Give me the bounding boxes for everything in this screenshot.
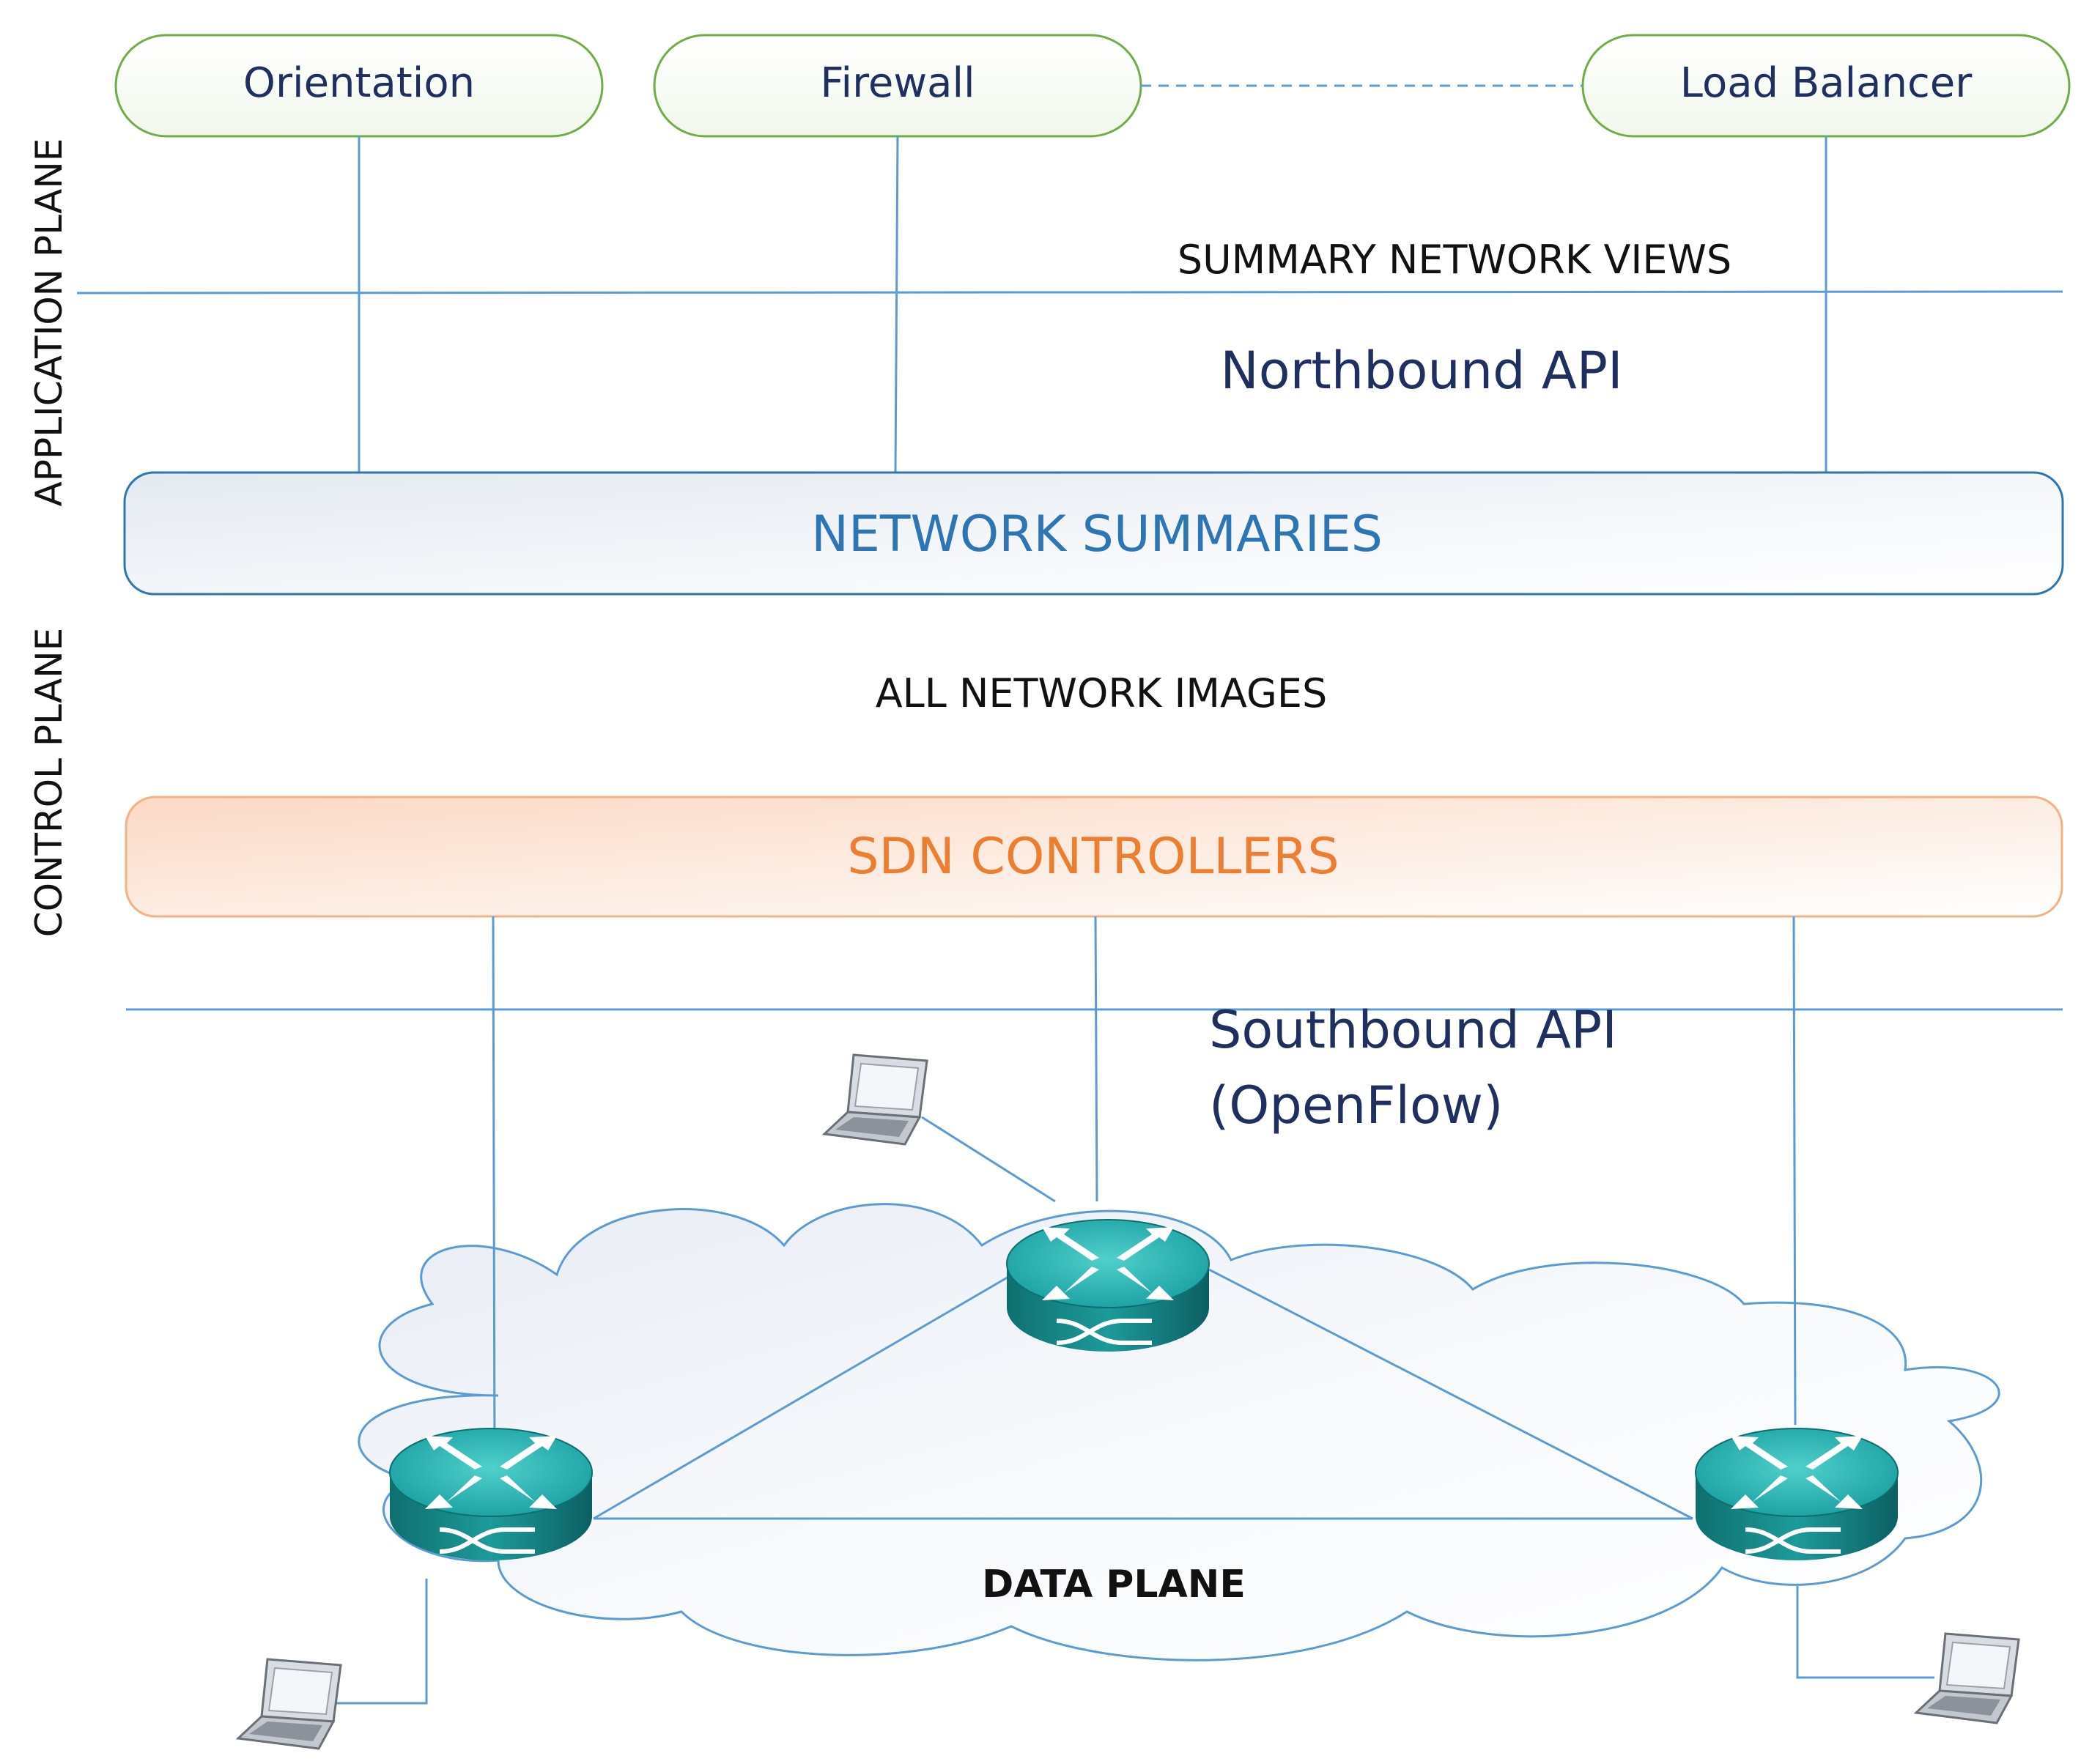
southbound-api-line2: (OpenFlow) xyxy=(1209,1075,1503,1135)
laptop-links xyxy=(333,1116,1934,1705)
sdn-controllers-label: SDN CONTROLLERS xyxy=(847,828,1339,886)
network-summaries-label: NETWORK SUMMARIES xyxy=(811,505,1383,563)
network-summaries-bar: NETWORK SUMMARIES xyxy=(123,471,2064,596)
control-plane-label: CONTROL PLANE xyxy=(28,628,70,937)
application-divider-line xyxy=(76,290,2063,294)
app-firewall: Firewall xyxy=(653,34,1142,138)
data-plane-label: DATA PLANE xyxy=(982,1563,1246,1606)
router-links xyxy=(593,1268,1693,1520)
laptop-left-icon xyxy=(235,1658,342,1750)
northbound-api-label: Northbound API xyxy=(1220,341,1622,401)
northbound-connectors xyxy=(358,136,1827,473)
southbound-connectors xyxy=(492,916,1797,1455)
app-load-balancer-label: Load Balancer xyxy=(1680,59,1973,107)
application-plane-label: APPLICATION PLANE xyxy=(28,138,70,507)
router-left-icon xyxy=(389,1428,593,1560)
data-plane-cloud xyxy=(358,1203,2000,1661)
sdn-controllers-bar: SDN CONTROLLERS xyxy=(125,796,2063,918)
laptop-right-icon xyxy=(1913,1632,2020,1724)
all-network-images-label: ALL NETWORK IMAGES xyxy=(876,670,1328,716)
app-orientation: Orientation xyxy=(114,34,604,138)
southbound-api-label: Southbound API (OpenFlow) xyxy=(1209,1000,1633,1135)
laptop-top-icon xyxy=(821,1053,928,1146)
router-top-icon xyxy=(1006,1219,1210,1352)
summary-network-views-label: SUMMARY NETWORK VIEWS xyxy=(1178,237,1731,283)
router-right-icon xyxy=(1695,1428,1899,1560)
app-orientation-label: Orientation xyxy=(243,59,475,107)
app-load-balancer: Load Balancer xyxy=(1581,34,2071,138)
southbound-api-line1: Southbound API xyxy=(1209,1000,1617,1060)
app-firewall-label: Firewall xyxy=(820,59,975,107)
